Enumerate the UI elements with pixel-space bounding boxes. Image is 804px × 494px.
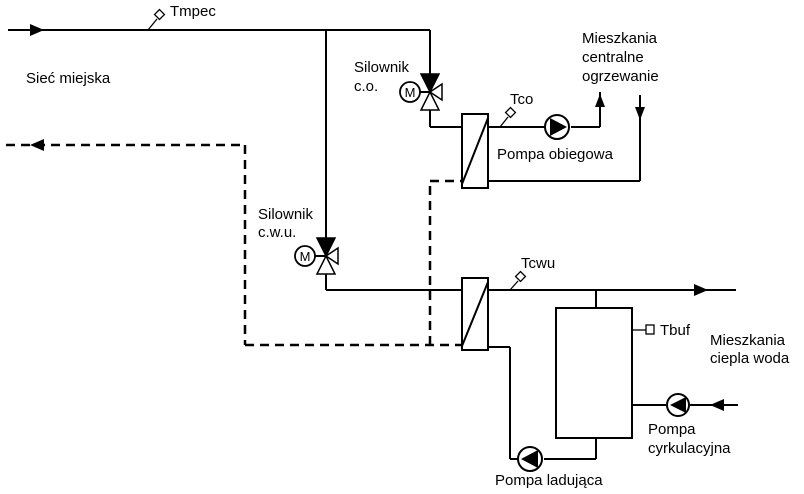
co-three-way-valve <box>418 73 462 128</box>
charging-pipes <box>488 346 597 460</box>
cwu-heat-exchanger <box>461 277 489 351</box>
tcwu-label: Tcwu <box>521 255 555 272</box>
actuator-co-label-1: Silownik <box>354 59 410 76</box>
circulation-label-1: Pompa <box>648 421 696 438</box>
circ-pump-label: Pompa obiegowa <box>497 146 614 163</box>
hot-water-pipes <box>488 284 736 308</box>
charging-pump-icon <box>517 446 543 472</box>
svg-text:M: M <box>300 249 311 264</box>
cwu-three-way-valve <box>314 237 462 291</box>
tmpec-sensor <box>147 8 166 31</box>
actuator-cwu-label-1: Silownik <box>258 206 314 223</box>
charging-pump-label: Pompa ladująca <box>495 472 603 489</box>
co-motor-icon: M <box>399 81 421 103</box>
supply-pipe <box>8 24 431 238</box>
return-pipe <box>6 139 462 347</box>
circulation-label-2: cyrkulacyjna <box>648 440 731 457</box>
buffer-tank <box>555 307 633 439</box>
cwu-motor-icon: M <box>294 245 316 267</box>
co-heat-exchanger <box>461 113 489 189</box>
network-label: Sieć miejska <box>26 70 111 87</box>
hot-water-label-1: Mieszkania <box>710 332 786 349</box>
circulation-pump-icon <box>544 114 570 140</box>
tcwu-sensor <box>509 270 527 291</box>
heating-label-3: ogrzewanie <box>582 68 659 85</box>
circulation-pump-cwu-icon <box>666 393 690 417</box>
tmpec-label: Tmpec <box>170 3 216 20</box>
tbuf-label: Tbuf <box>660 322 691 339</box>
actuator-cwu-label-2: c.w.u. <box>258 224 296 241</box>
actuator-co-label-2: c.o. <box>354 78 378 95</box>
tco-label: Tco <box>510 91 533 108</box>
tco-sensor <box>499 106 517 128</box>
circulation-pipes <box>632 399 738 411</box>
hot-water-label-2: ciepla woda <box>710 350 790 367</box>
heating-label-1: Mieszkania <box>582 30 658 47</box>
svg-text:M: M <box>405 85 416 100</box>
heating-label-2: centralne <box>582 49 644 66</box>
tbuf-sensor <box>632 324 655 335</box>
co-secondary-pipes <box>488 92 645 182</box>
